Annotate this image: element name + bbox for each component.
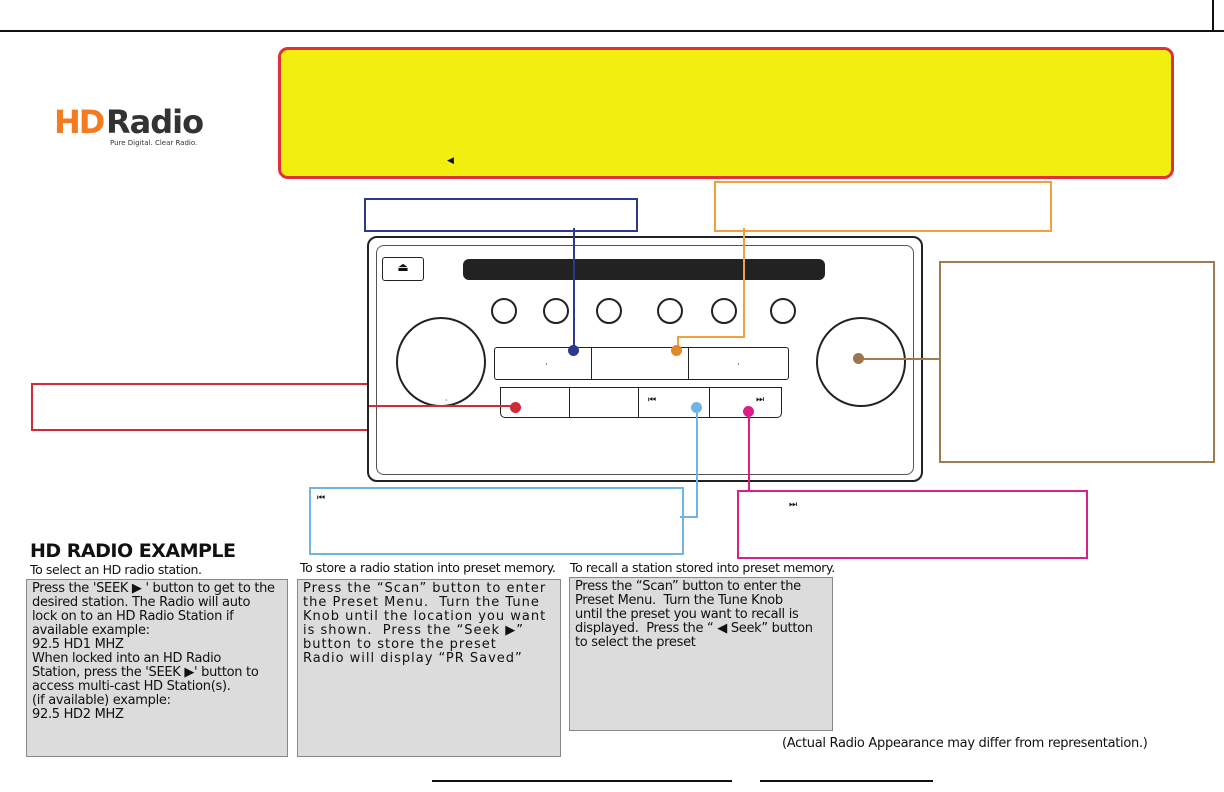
disclaimer: (Actual Radio Appearance may differ from… (782, 736, 1148, 751)
signature-line-1 (432, 780, 732, 782)
marker-orange (671, 345, 682, 356)
connector-pink (748, 412, 750, 490)
function-button-row: ⏮ ⏭ (500, 387, 782, 418)
seek-forward-button[interactable]: ⏭ (710, 388, 780, 417)
top-rule (0, 30, 1224, 32)
marker-brown (853, 353, 864, 364)
marker-sky (691, 402, 702, 413)
select-instructions: Press the 'SEEK ▶ ' button to get to the… (26, 579, 288, 757)
connector-sky-h (680, 516, 698, 518)
marker-red (510, 402, 521, 413)
marker-pink (743, 406, 754, 417)
seek-back-icon: ⏮ (317, 493, 325, 503)
logo-mark: HD (54, 103, 105, 141)
preset-button-3[interactable] (596, 298, 622, 324)
signature-line-2 (760, 780, 933, 782)
logo-word: Radio (106, 103, 204, 141)
marker-navy (568, 345, 579, 356)
select-heading: To select an HD radio station. (30, 562, 202, 577)
connector-sky-v (696, 408, 698, 518)
am-button[interactable]: · (495, 348, 592, 379)
volume-mark: · (445, 396, 448, 405)
example-title: HD RADIO EXAMPLE (30, 540, 236, 562)
instruction-banner: ◀ (278, 47, 1174, 179)
seek-back-button[interactable]: ⏮ (639, 388, 710, 417)
preset-button-6[interactable] (770, 298, 796, 324)
preset-button-2[interactable] (543, 298, 569, 324)
xm-mark: · (737, 360, 740, 370)
preset-button-1[interactable] (491, 298, 517, 324)
eject-icon: ⏏ (397, 260, 409, 274)
callout-orange (714, 181, 1052, 232)
scan-button[interactable] (501, 388, 570, 417)
mode-button-row: · · (494, 347, 789, 380)
store-instructions: Press the “Scan” button to enter the Pre… (297, 579, 561, 757)
recall-heading: To recall a station stored into preset m… (570, 560, 835, 575)
store-heading: To store a radio station into preset mem… (300, 560, 556, 575)
preset-button-4[interactable] (657, 298, 683, 324)
logo-tagline: Pure Digital. Clear Radio. (110, 139, 198, 147)
callout-pink: ⏭ (737, 490, 1088, 559)
seek-forward-icon: ⏭ (756, 395, 764, 405)
seek-back-icon: ⏮ (648, 395, 656, 405)
fm-button[interactable] (592, 348, 689, 379)
recall-instructions: Press the “Scan” button to enter the Pre… (569, 577, 833, 731)
volume-knob[interactable] (396, 317, 486, 407)
corner-rule (1212, 0, 1214, 32)
callout-red (31, 383, 373, 431)
audio-button[interactable] (570, 388, 639, 417)
connector-orange-drop (677, 336, 679, 348)
callout-navy (364, 198, 638, 232)
connector-brown (860, 358, 939, 360)
radio-display (463, 259, 825, 280)
callout-sky: ⏮ (309, 487, 684, 555)
connector-navy (573, 228, 575, 350)
callout-brown (939, 261, 1215, 463)
hd-radio-logo: HD Radio Pure Digital. Clear Radio. (54, 103, 214, 153)
connector-orange-v (743, 228, 745, 338)
radio-inner-bezel (376, 245, 914, 475)
seek-forward-icon: ⏭ (789, 500, 797, 510)
connector-red (369, 405, 515, 407)
preset-button-5[interactable] (711, 298, 737, 324)
am-mark: · (545, 360, 548, 370)
connector-orange-h (677, 336, 745, 338)
left-arrow-icon: ◀ (447, 156, 454, 166)
xm-button[interactable]: · (689, 348, 787, 379)
eject-button[interactable]: ⏏ (382, 257, 424, 281)
